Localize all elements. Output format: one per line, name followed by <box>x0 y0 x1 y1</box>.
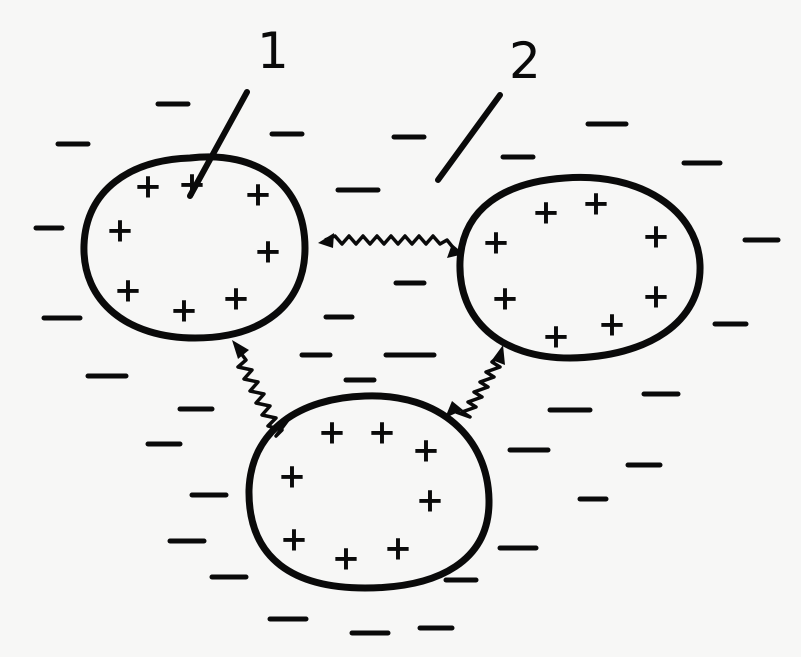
plus-sign: + <box>244 175 273 215</box>
plus-sign: + <box>642 277 671 317</box>
positive-charges: ++++++++++++++++++++++++ <box>106 165 671 579</box>
plus-sign: + <box>170 291 199 331</box>
arrowhead-particle-1 <box>318 233 334 248</box>
plus-sign: + <box>542 317 571 357</box>
plus-sign: + <box>222 279 251 319</box>
plus-sign: + <box>114 271 143 311</box>
spring-link-1-2 <box>325 236 455 250</box>
spring-link-2-3 <box>456 355 500 417</box>
plus-sign: + <box>134 167 163 207</box>
plus-sign: + <box>318 413 347 453</box>
plus-sign: + <box>106 211 135 251</box>
plus-sign: + <box>384 529 413 569</box>
arrowhead-particle-1-lower <box>232 340 249 359</box>
plus-sign: + <box>178 165 207 205</box>
plus-sign: + <box>254 232 283 272</box>
plus-sign: + <box>532 193 561 233</box>
plus-sign: + <box>278 457 307 497</box>
particle-2 <box>460 177 700 358</box>
plus-sign: + <box>642 217 671 257</box>
arrowhead-particle-3 <box>445 401 463 418</box>
plus-sign: + <box>482 223 511 263</box>
plus-sign: + <box>582 184 611 224</box>
label-2: 2 <box>509 32 541 90</box>
plus-sign: + <box>280 520 309 560</box>
plus-sign: + <box>491 279 520 319</box>
label-1: 1 <box>257 22 289 80</box>
plus-sign: + <box>416 481 445 521</box>
plus-sign: + <box>332 539 361 579</box>
plus-sign: + <box>412 431 441 471</box>
leader-line-2 <box>438 95 500 180</box>
plus-sign: + <box>598 305 627 345</box>
plus-sign: + <box>368 413 397 453</box>
